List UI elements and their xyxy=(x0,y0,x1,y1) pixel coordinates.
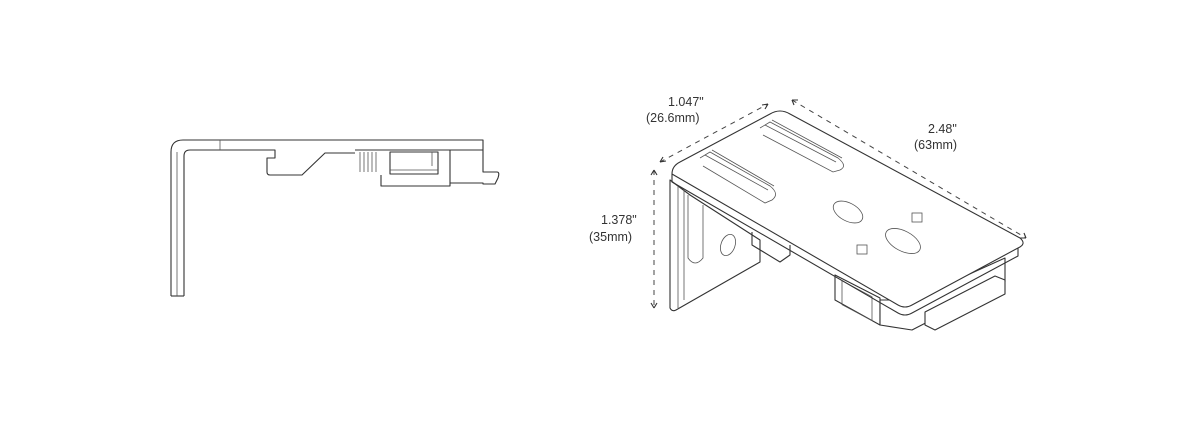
length-mm-label: (63mm) xyxy=(914,138,957,152)
height-inches-label: 1.378" xyxy=(601,213,637,227)
length-inches-label: 2.48" xyxy=(928,122,957,136)
width-inches-label: 1.047" xyxy=(668,95,704,109)
side-view-bracket xyxy=(170,139,500,297)
height-mm-label: (35mm) xyxy=(589,230,632,244)
isometric-view-bracket xyxy=(669,110,1024,331)
width-mm-label: (26.6mm) xyxy=(646,111,699,125)
dimension-lines xyxy=(650,99,1027,309)
